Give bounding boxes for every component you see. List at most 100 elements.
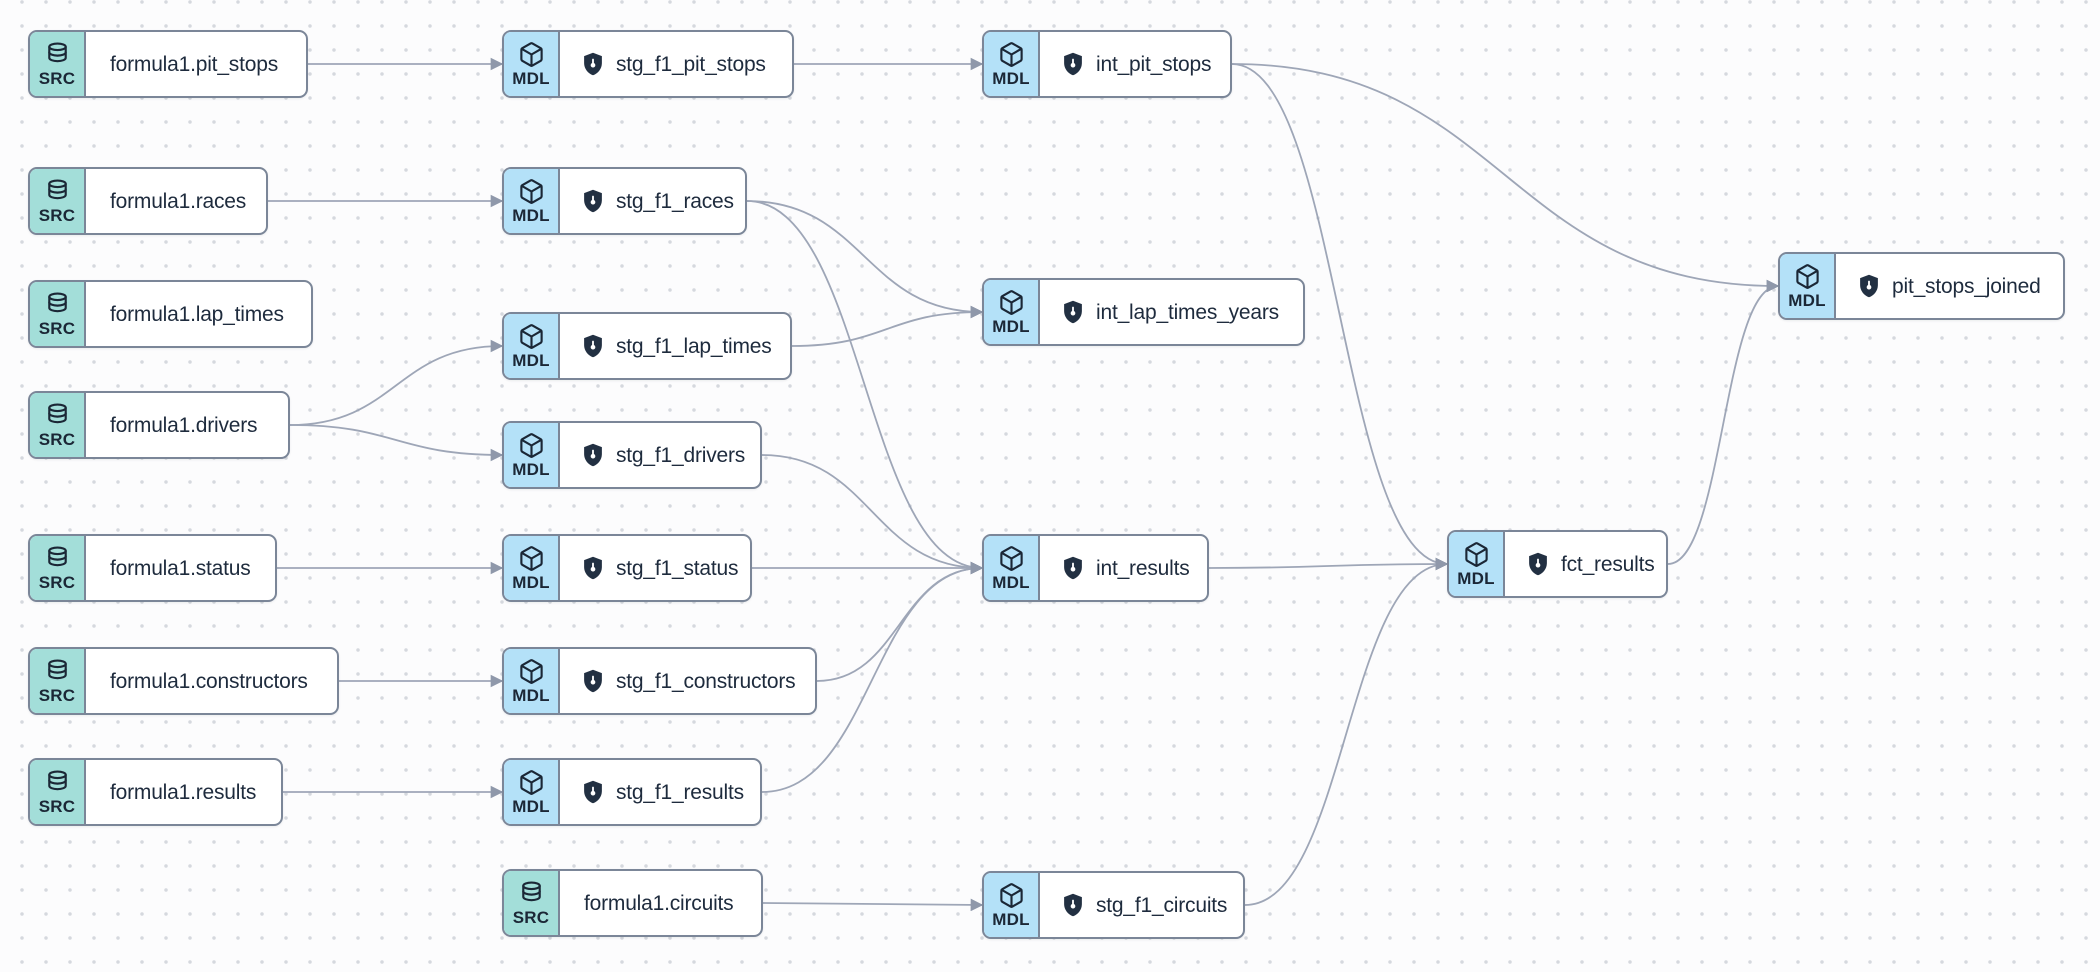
cube-icon [1463,541,1490,568]
node-fct_results[interactable]: MDL fct_results [1447,530,1668,598]
shield-lock-icon [1060,892,1086,918]
node-stg_f1_drivers[interactable]: MDL stg_f1_drivers [502,421,762,489]
node-body: stg_f1_constructors [560,649,815,713]
node-label: stg_f1_races [616,189,734,213]
node-stg_f1_constructors[interactable]: MDL stg_f1_constructors [502,647,817,715]
shield-lock-icon [1060,299,1086,325]
node-pit_stops_joined[interactable]: MDL pit_stops_joined [1778,252,2065,320]
node-label: fct_results [1561,552,1655,576]
node-label: int_lap_times_years [1096,300,1279,324]
node-label: int_results [1096,556,1190,580]
node-body: stg_f1_lap_times [560,314,790,378]
node-body: stg_f1_pit_stops [560,32,792,96]
node-label: pit_stops_joined [1892,274,2041,298]
cube-icon [518,432,545,459]
node-type-label: MDL [992,316,1030,336]
node-type-label: MDL [512,350,550,370]
shield-lock-icon [580,333,606,359]
cube-icon [998,289,1025,316]
database-icon [518,880,545,907]
cube-icon [1794,263,1821,290]
node-body: formula1.results [86,760,281,824]
node-body: formula1.drivers [86,393,288,457]
node-stg_f1_circuits[interactable]: MDL stg_f1_circuits [982,871,1245,939]
node-int_lap_times_years[interactable]: MDL int_lap_times_years [982,278,1305,346]
node-formula1.races[interactable]: SRC formula1.races [28,167,268,235]
shield-lock-icon [580,51,606,77]
node-type-badge: SRC [30,536,86,600]
node-body: stg_f1_circuits [1040,873,1243,937]
edge-stg_f1_drivers-to-int_results [761,454,984,575]
node-type-badge: MDL [504,760,560,824]
node-type-badge: SRC [30,169,86,233]
node-formula1.lap_times[interactable]: SRC formula1.lap_times [28,280,313,348]
edge-formula1.drivers-to-stg_f1_lap_times [289,339,504,426]
edge-int_pit_stops-to-fct_results [1231,63,1449,571]
node-type-badge: MDL [984,32,1040,96]
shield-lock-icon [580,188,606,214]
cube-icon [518,658,545,685]
edge-formula1.drivers-to-stg_f1_drivers [289,424,504,462]
node-stg_f1_pit_stops[interactable]: MDL stg_f1_pit_stops [502,30,794,98]
node-formula1.status[interactable]: SRC formula1.status [28,534,277,602]
node-type-label: SRC [38,429,76,449]
database-icon [44,291,71,318]
node-body: formula1.constructors [86,649,337,713]
node-type-badge: SRC [504,871,560,935]
node-stg_f1_races[interactable]: MDL stg_f1_races [502,167,747,235]
node-type-badge: MDL [504,314,560,378]
node-label: formula1.circuits [584,891,734,915]
node-label: formula1.pit_stops [110,52,278,76]
node-type-label: MDL [992,68,1030,88]
node-formula1.results[interactable]: SRC formula1.results [28,758,283,826]
node-type-badge: MDL [504,649,560,713]
cube-icon [518,545,545,572]
cube-icon [998,545,1025,572]
node-type-badge: MDL [504,423,560,487]
node-type-badge: MDL [984,536,1040,600]
node-formula1.pit_stops[interactable]: SRC formula1.pit_stops [28,30,308,98]
node-type-badge: MDL [984,280,1040,344]
node-body: formula1.status [86,536,275,600]
node-stg_f1_lap_times[interactable]: MDL stg_f1_lap_times [502,312,792,380]
node-type-label: SRC [38,68,76,88]
cube-icon [518,178,545,205]
node-formula1.circuits[interactable]: SRC formula1.circuits [502,869,763,937]
edge-int_results-to-fct_results [1208,557,1449,571]
node-type-label: MDL [992,909,1030,929]
node-type-label: MDL [512,572,550,592]
node-body: formula1.circuits [560,871,761,935]
node-type-label: MDL [512,796,550,816]
edge-stg_f1_races-to-int_lap_times_years [746,200,984,319]
edge-formula1.circuits-to-stg_f1_circuits [762,898,984,912]
node-type-badge: MDL [504,169,560,233]
cube-icon [998,882,1025,909]
database-icon [44,658,71,685]
node-type-label: MDL [512,459,550,479]
node-type-badge: MDL [1449,532,1505,596]
node-body: stg_f1_races [560,169,745,233]
node-stg_f1_status[interactable]: MDL stg_f1_status [502,534,752,602]
node-type-badge: MDL [504,32,560,96]
node-label: stg_f1_pit_stops [616,52,766,76]
node-label: stg_f1_status [616,556,739,580]
database-icon [44,769,71,796]
node-type-badge: MDL [1780,254,1836,318]
node-formula1.drivers[interactable]: SRC formula1.drivers [28,391,290,459]
shield-lock-icon [1856,273,1882,299]
node-type-label: SRC [38,796,76,816]
node-body: formula1.races [86,169,266,233]
node-int_results[interactable]: MDL int_results [982,534,1209,602]
node-label: int_pit_stops [1096,52,1212,76]
node-formula1.constructors[interactable]: SRC formula1.constructors [28,647,339,715]
cube-icon [998,41,1025,68]
node-int_pit_stops[interactable]: MDL int_pit_stops [982,30,1232,98]
edge-stg_f1_races-to-int_results [746,200,984,575]
shield-lock-icon [580,779,606,805]
edge-stg_f1_circuits-to-fct_results [1244,557,1449,906]
node-label: formula1.results [110,780,257,804]
node-stg_f1_results[interactable]: MDL stg_f1_results [502,758,762,826]
node-label: stg_f1_lap_times [616,334,772,358]
